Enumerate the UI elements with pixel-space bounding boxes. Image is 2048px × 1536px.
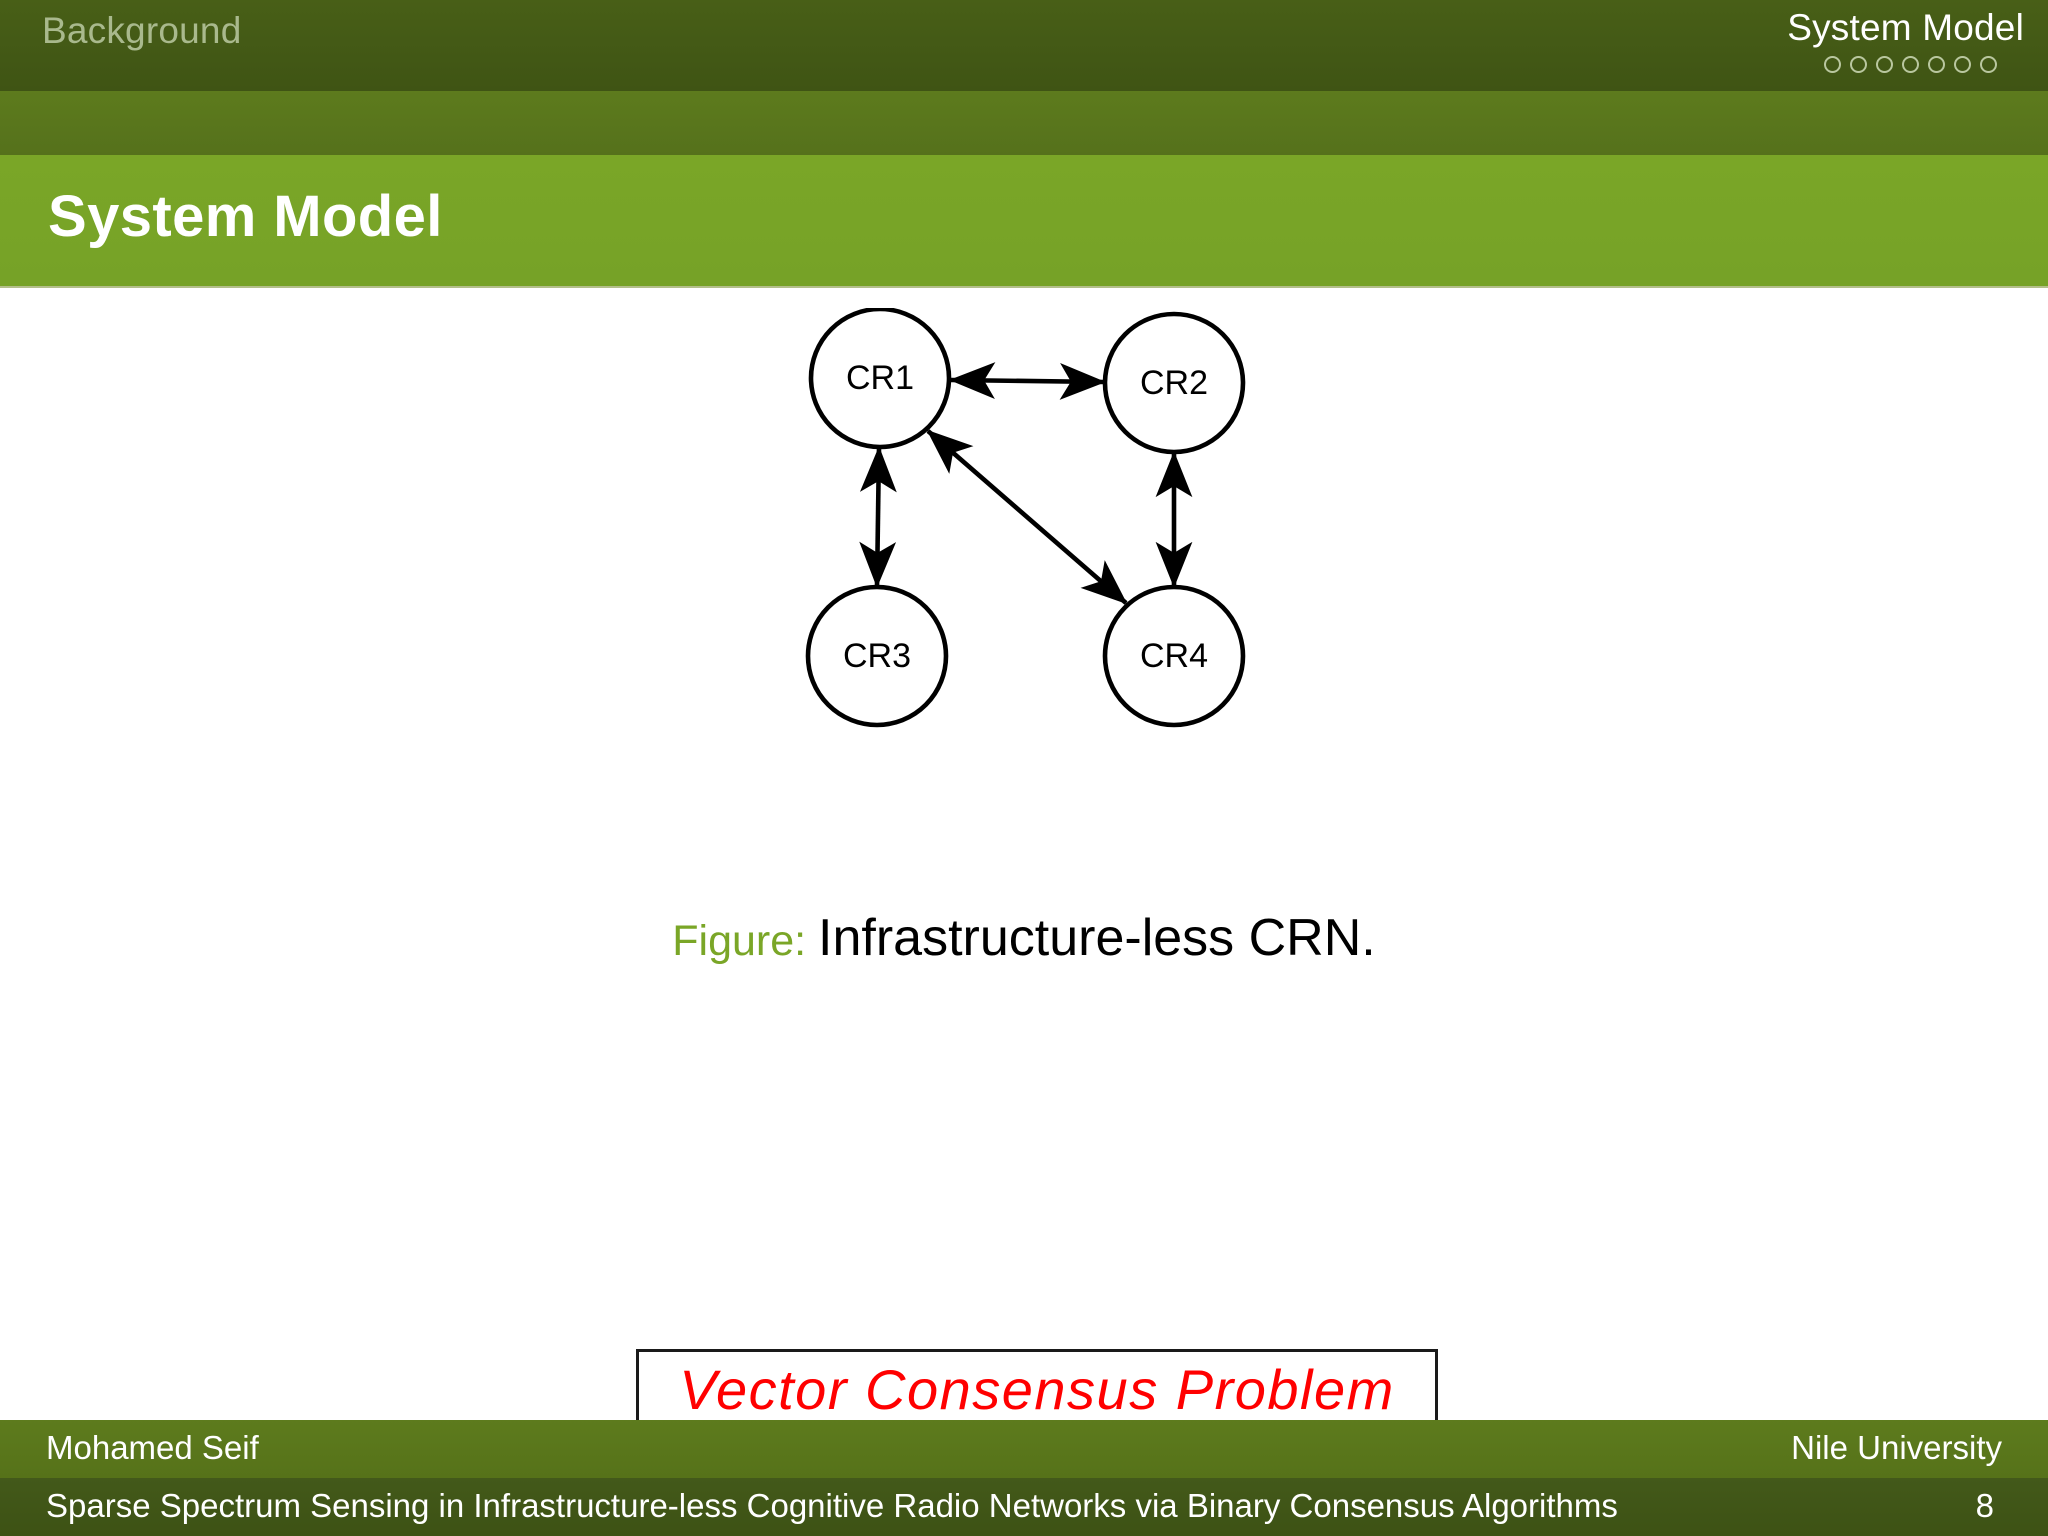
node-cr1-circle [808, 308, 952, 450]
figure-caption: Figure: Infrastructure-less CRN. [0, 908, 2048, 968]
node-cr1-label: CR1 [846, 359, 914, 397]
node-cr2[interactable]: CR2 [1102, 311, 1246, 455]
slide-content: CR1 CR2 CR3 CR4 [0, 288, 2048, 1429]
node-cr2-label: CR2 [1140, 364, 1208, 402]
node-cr3-label: CR3 [843, 637, 911, 675]
slide-progress-dots [1424, 56, 2024, 73]
node-cr3[interactable]: CR3 [805, 584, 949, 728]
footer-bottom-row: Sparse Spectrum Sensing in Infrastructur… [0, 1478, 2048, 1536]
header-accent-band [0, 91, 2048, 155]
network-graph-svg: CR1 CR2 CR3 CR4 [805, 308, 1246, 728]
crn-network-diagram: CR1 CR2 CR3 CR4 [760, 308, 1300, 848]
figure-caption-label: Figure: [672, 917, 819, 965]
footer-page-number: 8 [1975, 1487, 1994, 1524]
footer-top-row: Mohamed Seif Nile University [0, 1420, 2048, 1478]
figure-caption-text: Infrastructure-less CRN. [818, 909, 1376, 967]
header-navigation-bar: Background System Model [0, 0, 2048, 91]
edge-cr1-cr4 [926, 429, 1128, 605]
progress-dot-1[interactable] [1824, 56, 1841, 73]
node-cr4-label: CR4 [1140, 637, 1208, 675]
nav-section-background[interactable]: Background [42, 10, 242, 51]
highlight-box: Vector Consensus Problem [636, 1349, 1438, 1429]
progress-dot-3[interactable] [1876, 56, 1893, 73]
node-cr2-circle [1102, 311, 1246, 455]
footer-presentation-title: Sparse Spectrum Sensing in Infrastructur… [46, 1487, 1618, 1524]
node-cr1[interactable]: CR1 [808, 308, 952, 450]
progress-dot-7[interactable] [1980, 56, 1997, 73]
nav-section-system-model-label[interactable]: System Model [1787, 7, 2024, 48]
footer-author: Mohamed Seif [46, 1429, 259, 1466]
node-cr4-circle [1102, 584, 1246, 728]
node-cr3-circle [805, 584, 949, 728]
node-cr4[interactable]: CR4 [1102, 584, 1246, 728]
nav-section-current: System Model [1424, 6, 2024, 73]
progress-dot-6[interactable] [1954, 56, 1971, 73]
edge-cr1-cr2 [949, 362, 1106, 400]
page-title: System Model [48, 184, 443, 249]
progress-dot-4[interactable] [1902, 56, 1919, 73]
progress-dot-2[interactable] [1850, 56, 1867, 73]
progress-dot-5[interactable] [1928, 56, 1945, 73]
edge-cr1-cr3 [859, 446, 897, 588]
highlight-text: Vector Consensus Problem [679, 1357, 1395, 1421]
slide-title-band: System Model [0, 155, 2048, 288]
footer-institution: Nile University [1791, 1429, 2002, 1466]
